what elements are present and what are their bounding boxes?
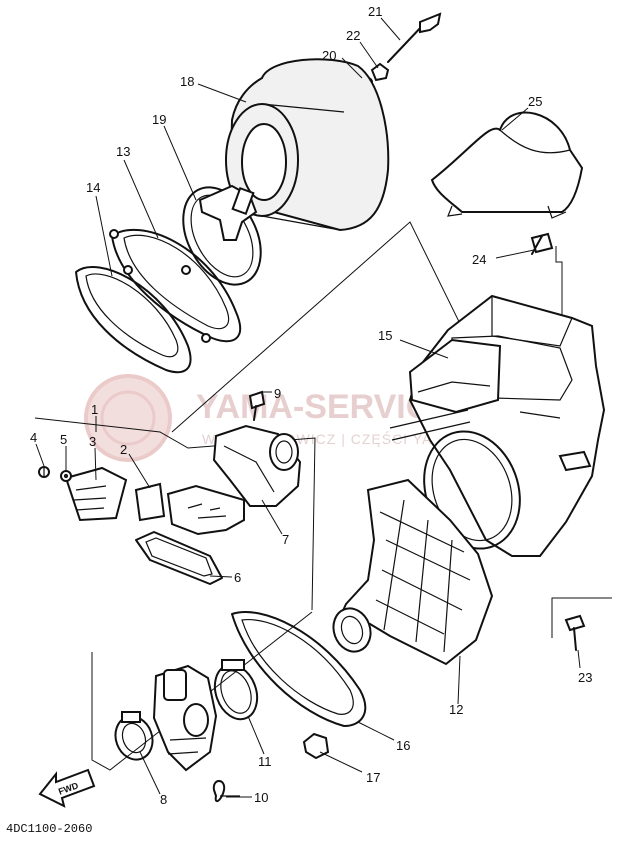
part-clamp-11: [213, 659, 259, 721]
part-bolt-24: [530, 232, 554, 255]
watermark-logo-inner: [100, 390, 156, 446]
callout-6: 6: [234, 570, 241, 585]
part-wing-bolt: [387, 12, 442, 63]
callout-10: 10: [254, 790, 268, 805]
part-joint-plate: [231, 611, 367, 727]
part-hose-clip: [212, 780, 240, 803]
callout-20: 20: [322, 48, 336, 63]
part-screw: [38, 466, 50, 478]
callout-14: 14: [86, 180, 100, 195]
callout-5: 5: [60, 432, 67, 447]
callout-22: 22: [346, 28, 360, 43]
part-reed-valve: [64, 466, 245, 536]
diagram-code: 4DC1100-2060: [6, 822, 92, 836]
callout-18: 18: [180, 74, 194, 89]
leader-lines: [35, 17, 581, 798]
callout-17: 17: [366, 770, 380, 785]
callout-21: 21: [368, 4, 382, 19]
part-carburetor: [152, 664, 218, 772]
callouts: 1 2 3 4 5 6 7 8 9 10 11 12 13 14 15 16 1…: [30, 4, 592, 807]
part-nut-17: [302, 732, 330, 760]
bracket-bolt-24: [555, 246, 563, 340]
bracket-reed-assembly: [34, 417, 316, 611]
part-bolt-23: [564, 614, 586, 651]
part-intake-joint: [332, 478, 494, 666]
part-washer-5: [60, 470, 72, 482]
callout-8: 8: [160, 792, 167, 807]
callout-24: 24: [472, 252, 486, 267]
part-bolt-9: [248, 390, 266, 421]
callout-19: 19: [152, 112, 166, 127]
callout-4: 4: [30, 430, 37, 445]
part-manifold: [212, 424, 302, 507]
callout-7: 7: [282, 532, 289, 547]
part-nut: [370, 62, 390, 82]
callout-16: 16: [396, 738, 410, 753]
callout-1: 1: [91, 402, 98, 417]
part-filter-gasket: [75, 266, 192, 374]
callout-13: 13: [116, 144, 130, 159]
callout-23: 23: [578, 670, 592, 685]
part-reed-gasket: [135, 531, 223, 585]
callout-2: 2: [120, 442, 127, 457]
watermark-logo: [84, 374, 172, 462]
watermark-brand: YAMA-SERVICE: [196, 388, 453, 426]
part-rubber-cover: [430, 111, 584, 219]
callout-25: 25: [528, 94, 542, 109]
part-filter-cage: [109, 228, 242, 343]
part-clamp-8: [114, 711, 154, 761]
callout-9: 9: [274, 386, 281, 401]
bracket-bolt-23: [551, 597, 612, 638]
callout-15: 15: [378, 328, 392, 343]
callout-11: 11: [258, 754, 272, 769]
part-air-filter-element: [225, 58, 390, 232]
callout-3: 3: [89, 434, 96, 449]
fwd-arrow-icon: FWD: [38, 768, 96, 808]
part-air-filter-case: [389, 294, 606, 557]
callout-12: 12: [449, 702, 463, 717]
